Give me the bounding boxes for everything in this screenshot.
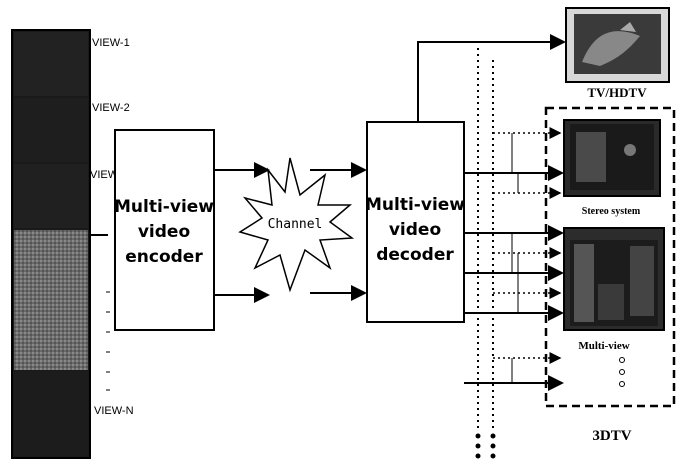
- decoder-line-3: decoder: [376, 245, 454, 265]
- output-bus-dotted: [478, 48, 493, 432]
- view-strip: [12, 30, 90, 458]
- view-frame-3: [14, 164, 88, 228]
- decoder-line-2: video: [389, 220, 441, 240]
- multiview-screen: [564, 228, 664, 330]
- multiview-label: Multi-view: [578, 340, 629, 352]
- more-displays-ellipsis: [620, 358, 625, 387]
- arrow-to-tv: [418, 42, 564, 122]
- stereo-system-screen: [564, 120, 660, 196]
- decoder-line-1: Multi-view: [365, 195, 465, 215]
- branch-dotted-arrows: [493, 133, 560, 358]
- continuation-dots: [476, 434, 496, 459]
- view-frame-1: [14, 32, 88, 96]
- stereo-system-label: Stereo system: [582, 206, 641, 217]
- tv-hdtv-label: TV/HDTV: [587, 85, 647, 100]
- encoder-line-3: encoder: [125, 247, 203, 267]
- encoder-line-2: video: [138, 222, 190, 242]
- decoder-box: Multi-view video decoder: [365, 122, 465, 322]
- encoder-line-1: Multi-view: [114, 197, 214, 217]
- view-label-1: VIEW-1: [92, 37, 130, 49]
- view-ellipsis-dashes: [90, 235, 110, 390]
- channel-starburst: Channel: [240, 158, 352, 290]
- view-label-n: VIEW-N: [94, 405, 134, 417]
- view-frame-n: [14, 372, 88, 456]
- encoder-box: Multi-view video encoder: [114, 130, 214, 330]
- view-frame-2: [14, 98, 88, 162]
- bus-taps: [512, 133, 518, 383]
- channel-label: Channel: [268, 217, 323, 232]
- view-frame-middle: [14, 230, 88, 370]
- tv-hdtv-screen: [566, 8, 669, 82]
- view-label-2: VIEW-2: [92, 102, 130, 114]
- 3dtv-label: 3DTV: [592, 428, 631, 444]
